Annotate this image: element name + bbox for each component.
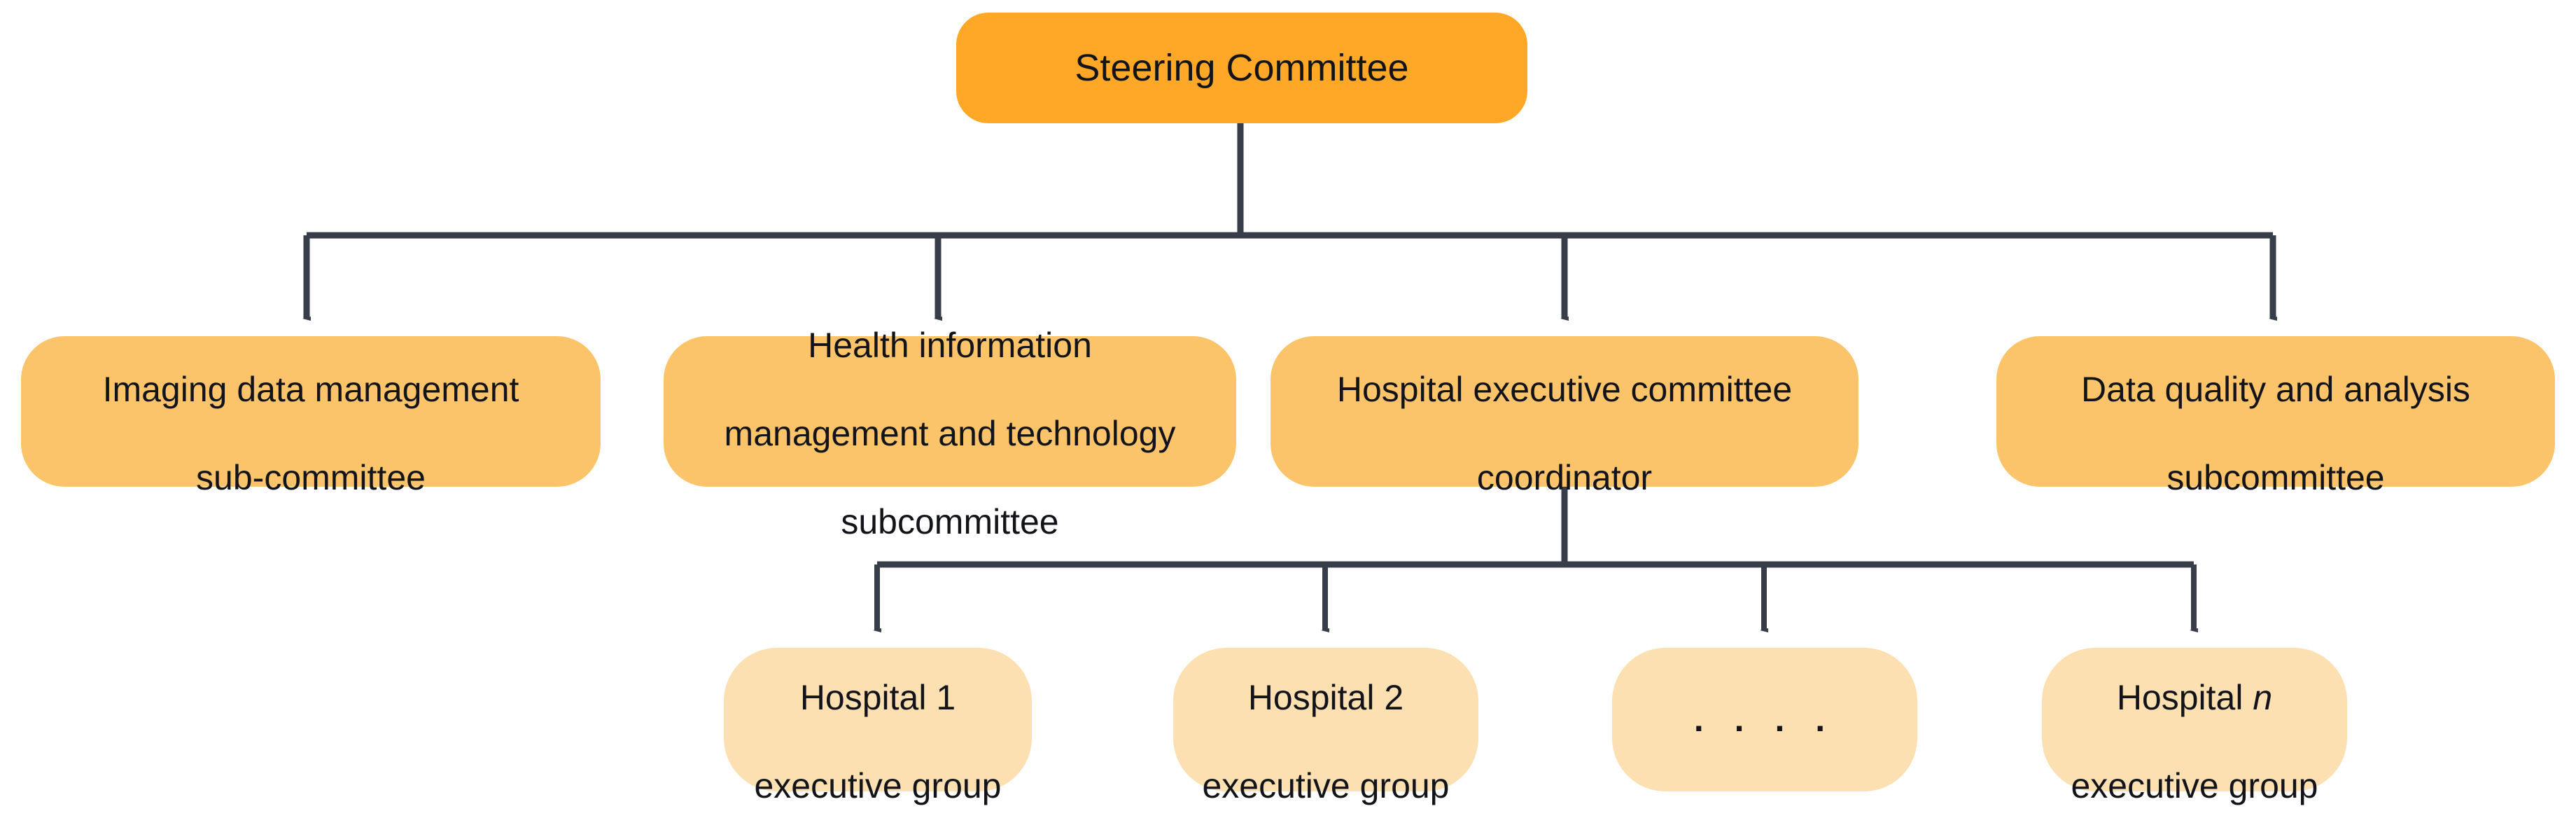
- node-coordinator-line1: Hospital executive committee: [1336, 369, 1793, 409]
- node-himt-line1: Health information: [808, 325, 1092, 365]
- node-coordinator-line2: coordinator: [1476, 457, 1653, 497]
- node-hospital-2-executive-group[interactable]: Hospital 2 executive group: [1173, 648, 1478, 805]
- node-steering-committee[interactable]: Steering Committee: [956, 13, 1527, 123]
- node-hospital-ellipsis-group[interactable]: . . . .: [1612, 648, 1917, 791]
- node-data-quality-analysis-subcommittee[interactable]: Data quality and analysis subcommittee: [1996, 336, 2555, 497]
- node-hosp2-line1: Hospital 2: [1247, 677, 1404, 717]
- node-hospn-line2: executive group: [2071, 765, 2318, 805]
- node-hospdots-label: . . . .: [1693, 700, 1836, 739]
- node-hospital-n-executive-group[interactable]: Hospital n executive group: [2042, 648, 2347, 805]
- node-coordinator-label: Hospital executive committee coordinator: [1289, 324, 1840, 500]
- node-hospn-prefix: Hospital: [2116, 677, 2253, 717]
- node-hosp1-label: Hospital 1 executive group: [742, 632, 1014, 808]
- node-hospn-variable: n: [2253, 677, 2273, 717]
- node-hospital-1-executive-group[interactable]: Hospital 1 executive group: [724, 648, 1032, 805]
- node-hosp1-line1: Hospital 1: [799, 677, 956, 717]
- node-imaging-data-management-subcommittee[interactable]: Imaging data management sub-committee: [21, 336, 601, 497]
- node-hosp2-line2: executive group: [1202, 765, 1450, 805]
- node-hosp1-line2: executive group: [754, 765, 1002, 805]
- node-imaging-label: Imaging data management sub-committee: [39, 324, 582, 500]
- node-imaging-line2: sub-committee: [196, 457, 426, 497]
- node-health-information-management-technology-subcommittee[interactable]: Health information management and techno…: [664, 326, 1236, 541]
- node-himt-line2: management and technology: [724, 413, 1176, 453]
- node-dataquality-label: Data quality and analysis subcommittee: [2015, 324, 2537, 500]
- node-steering-committee-label: Steering Committee: [1074, 46, 1409, 89]
- node-hosp2-label: Hospital 2 executive group: [1191, 632, 1460, 808]
- node-hospital-executive-committee-coordinator[interactable]: Hospital executive committee coordinator: [1270, 336, 1858, 497]
- node-dataquality-line2: subcommittee: [2166, 457, 2385, 497]
- node-himt-line3: subcommittee: [841, 501, 1059, 541]
- node-himt-label: Health information management and techno…: [682, 279, 1218, 544]
- node-dataquality-line1: Data quality and analysis: [2081, 369, 2470, 409]
- node-imaging-line1: Imaging data management: [102, 369, 519, 409]
- node-hospn-label: Hospital n executive group: [2060, 632, 2329, 808]
